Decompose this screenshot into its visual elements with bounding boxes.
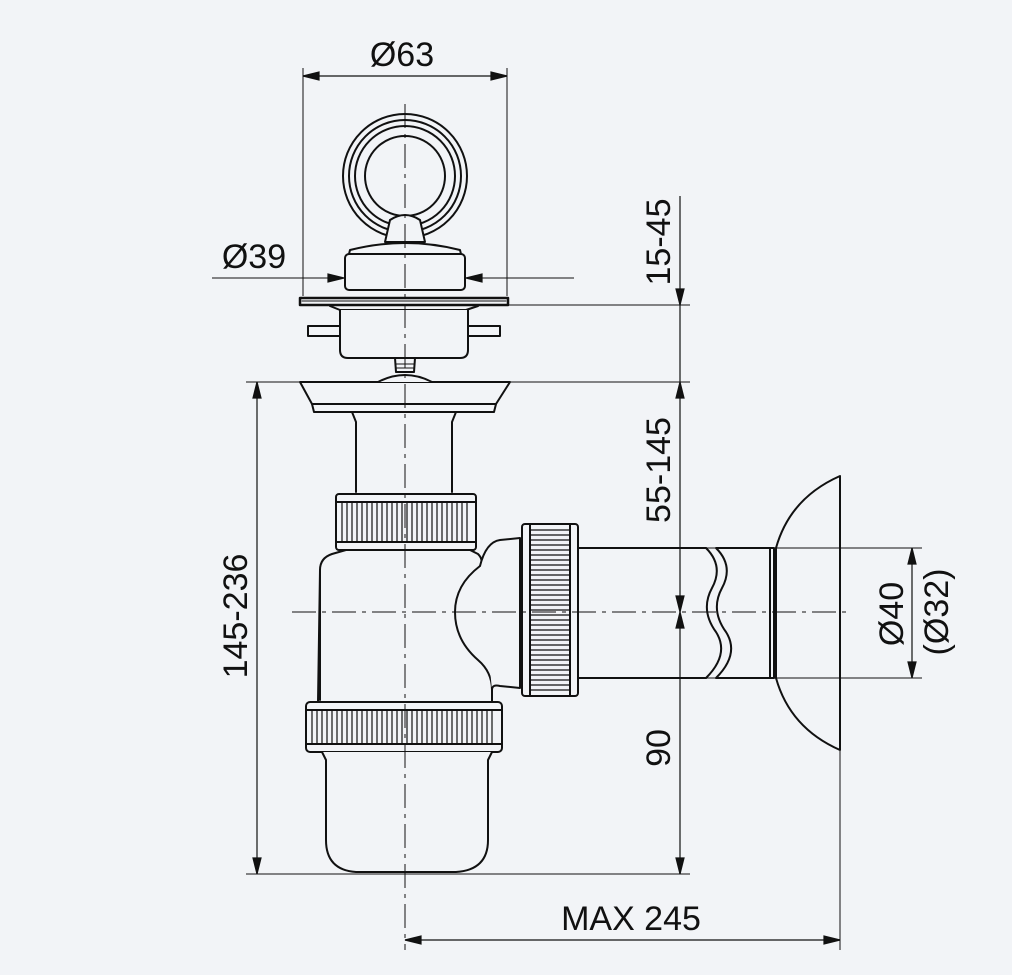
dim-line-max-length bbox=[404, 935, 841, 945]
side-connector bbox=[479, 537, 521, 691]
siphon-inlet-pipe bbox=[351, 411, 457, 493]
label-plug-height: 15-45 bbox=[640, 199, 678, 286]
dim-line-top-diameter bbox=[302, 71, 508, 81]
break-line-left bbox=[705, 547, 723, 679]
dim-line-plug-diameter bbox=[327, 273, 483, 283]
center-lines bbox=[292, 104, 848, 950]
upper-nut bbox=[335, 493, 477, 551]
side-nut bbox=[521, 523, 579, 697]
extension-lines bbox=[212, 68, 922, 950]
lower-nut bbox=[305, 701, 503, 753]
label-top-diameter: Ø63 bbox=[370, 36, 434, 74]
label-inlet-height: 55-145 bbox=[640, 417, 678, 523]
drain-flange bbox=[298, 296, 510, 373]
dim-line-outlet-height bbox=[675, 611, 685, 875]
dim-line-total-height bbox=[252, 381, 262, 875]
drain-screw bbox=[394, 357, 416, 373]
label-outlet-diameter-alt: (Ø32) bbox=[918, 569, 956, 656]
label-max-length: MAX 245 bbox=[561, 900, 701, 938]
drain-body bbox=[339, 309, 469, 359]
label-outlet-height: 90 bbox=[640, 729, 678, 767]
dim-line-plug-height bbox=[675, 196, 685, 306]
dim-line-inlet-height bbox=[675, 305, 685, 613]
label-outlet-diameter: Ø40 bbox=[873, 582, 911, 646]
label-plug-diameter: Ø39 bbox=[222, 238, 286, 276]
siphon-bottom-cup bbox=[321, 751, 493, 873]
dim-line-outlet-diameter bbox=[907, 547, 917, 679]
label-total-height: 145-236 bbox=[217, 554, 255, 679]
break-line-right bbox=[715, 547, 775, 679]
dimension-lines bbox=[252, 71, 917, 945]
